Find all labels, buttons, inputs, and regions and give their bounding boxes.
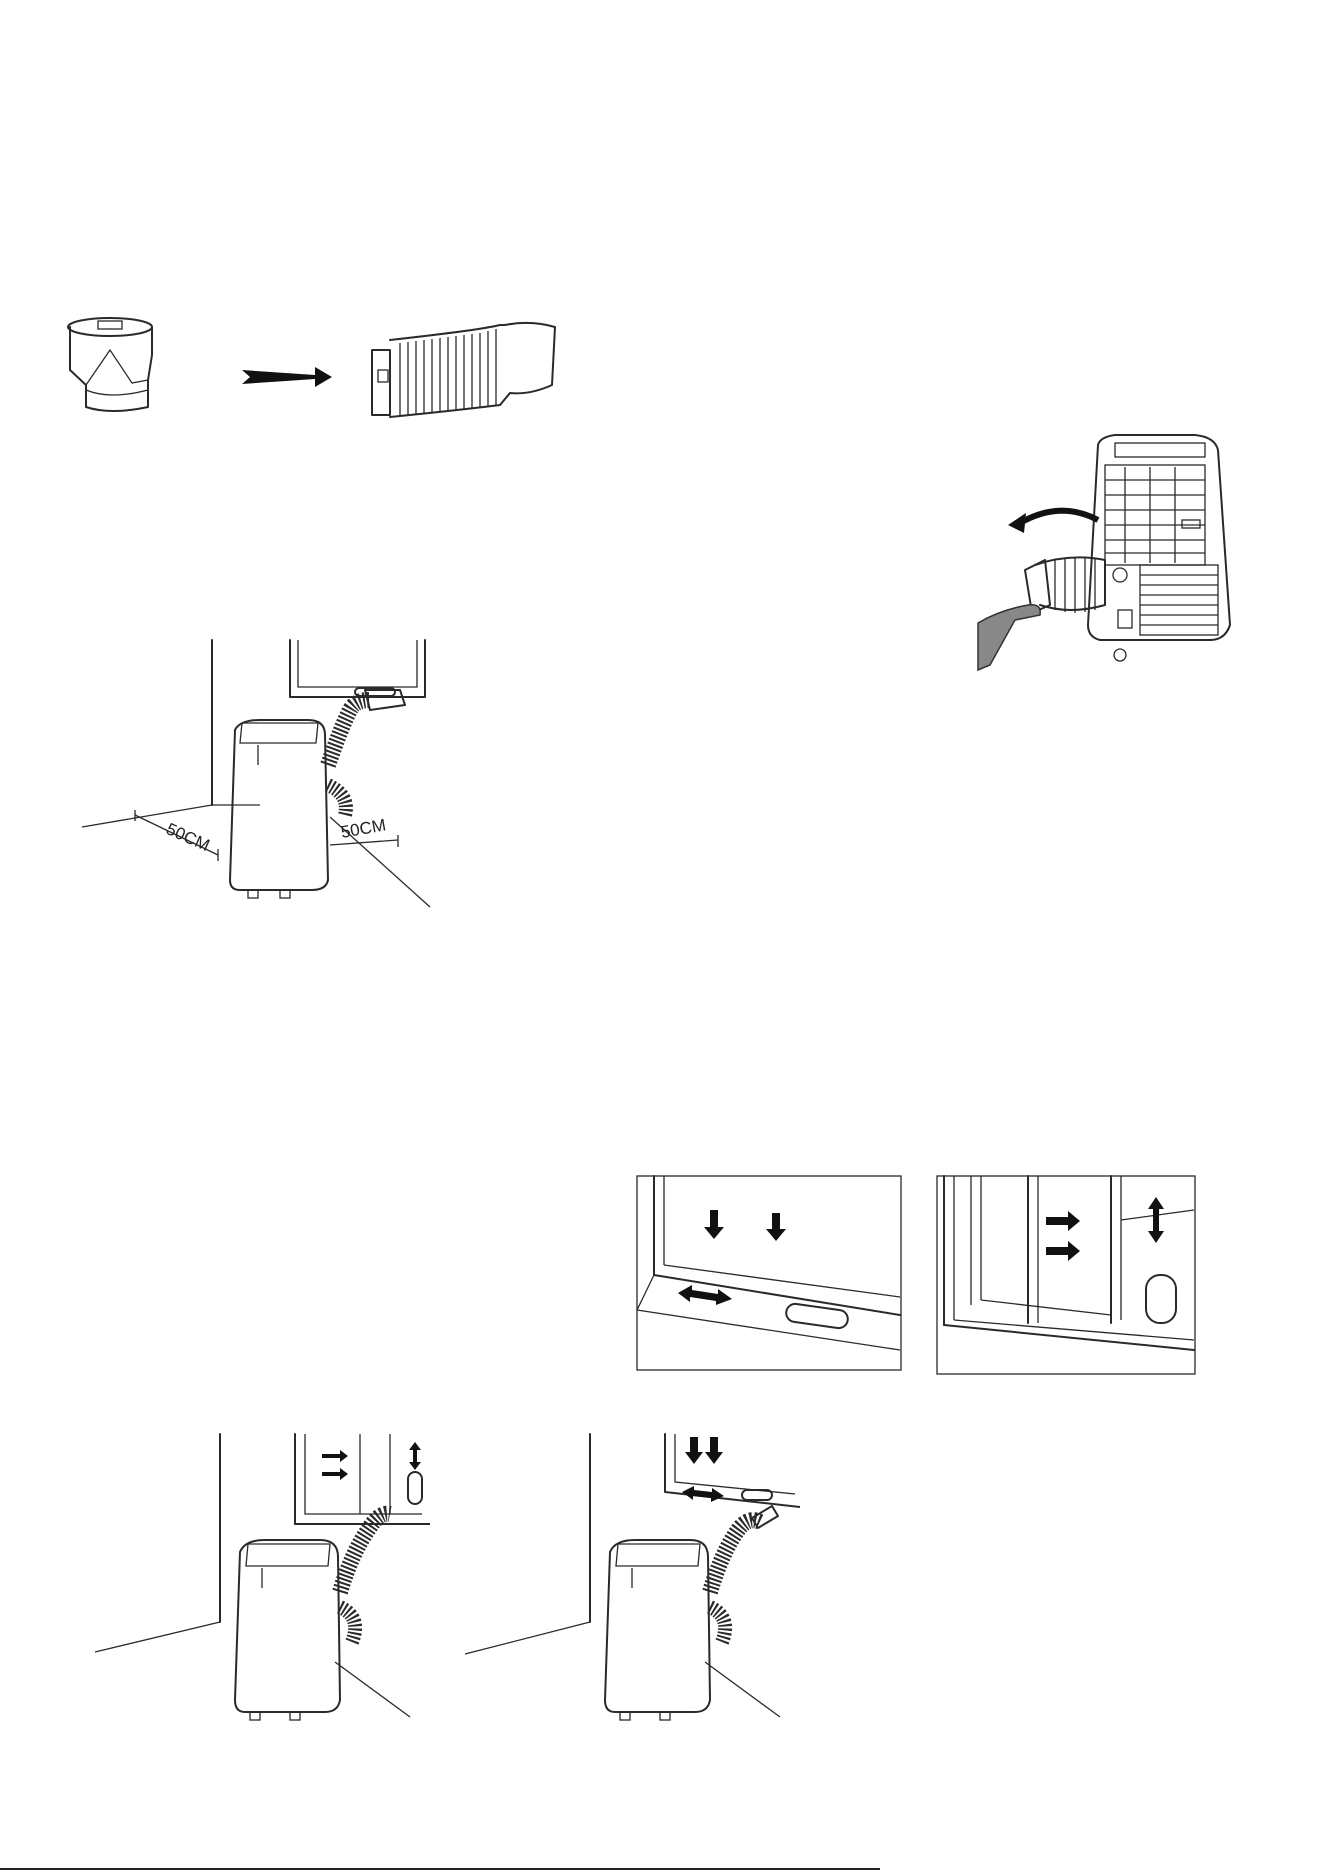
down-arrow-icon xyxy=(704,1210,786,1241)
window-panel-horizontal xyxy=(636,1175,902,1371)
hose-stub-icon xyxy=(1025,557,1105,613)
exhaust-hose-icon xyxy=(372,323,555,417)
dimension-left: 50CM xyxy=(135,810,218,861)
portable-ac-unit xyxy=(235,1540,340,1720)
exhaust-hose xyxy=(340,1514,390,1642)
hose-installation-figure xyxy=(970,425,1270,685)
clearance-figure: 50CM 50CM xyxy=(80,635,440,925)
installed-unit-horizontal-window xyxy=(460,1432,800,1732)
dimension-left-label: 50CM xyxy=(163,819,212,855)
portable-ac-unit xyxy=(605,1540,710,1720)
window-outline xyxy=(665,1434,800,1507)
double-arrow-icon xyxy=(678,1285,732,1305)
exhaust-hose xyxy=(328,690,405,815)
footer-rule xyxy=(0,1868,880,1870)
window-outline xyxy=(290,640,425,697)
portable-ac-rear-view xyxy=(1088,435,1230,661)
window-panel-vertical xyxy=(936,1175,1196,1375)
right-arrows-icon xyxy=(1046,1211,1080,1261)
up-down-arrow-icon xyxy=(1148,1197,1164,1243)
window-outline xyxy=(295,1434,430,1524)
right-arrow-icon xyxy=(242,367,332,387)
window-adapter-icon xyxy=(68,318,152,411)
hand-icon xyxy=(978,605,1040,670)
exhaust-hose xyxy=(710,1506,778,1642)
dimension-right: 50CM xyxy=(330,815,398,847)
dimension-right-label: 50CM xyxy=(339,815,387,842)
curved-arrow-icon xyxy=(1008,511,1098,533)
adapter-to-hose-figure xyxy=(60,315,570,425)
portable-ac-unit xyxy=(230,720,328,898)
installed-unit-vertical-window xyxy=(90,1432,430,1732)
